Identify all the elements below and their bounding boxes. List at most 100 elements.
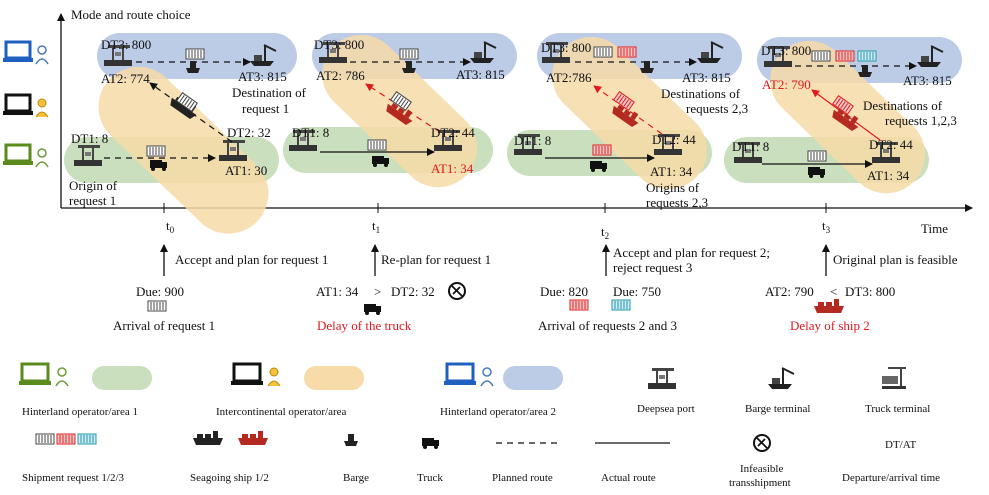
event-1-op: > bbox=[374, 284, 381, 299]
s0-dt1: DT1: 8 bbox=[71, 131, 108, 146]
s2-origin-1: Origins of bbox=[646, 180, 700, 195]
s3-dt3: DT3: 800 bbox=[761, 43, 811, 58]
ship-red-icon bbox=[814, 299, 844, 313]
s2-at3: AT3: 815 bbox=[682, 70, 731, 85]
ship-black-icon bbox=[193, 431, 223, 445]
event-0-due: Due: 900 bbox=[136, 284, 184, 299]
legend-hinterland-2: Hinterland operator/area 2 bbox=[440, 406, 556, 418]
s0-at3: AT3: 815 bbox=[238, 69, 287, 84]
event-3-op: < bbox=[830, 284, 837, 299]
s0-origin-2: request 1 bbox=[69, 193, 116, 208]
stage-1: DT3: 800 AT2: 786 AT3: 815 DT1: 8 DT2: 4… bbox=[283, 33, 517, 188]
s2-dt1: DT1: 8 bbox=[514, 133, 551, 148]
y-axis-label: Mode and route choice bbox=[71, 7, 191, 22]
s2-at1: AT1: 34 bbox=[650, 164, 693, 179]
s3-dt2: DT2: 44 bbox=[869, 137, 913, 152]
area-orange bbox=[98, 66, 269, 234]
s0-origin-1: Origin of bbox=[69, 178, 118, 193]
legend-actual: Actual route bbox=[601, 472, 656, 484]
infeasible-icon bbox=[753, 434, 771, 452]
tick-t2: t2 bbox=[601, 224, 609, 241]
laptop-black-icon bbox=[3, 93, 49, 118]
event-2-action-2: reject request 3 bbox=[613, 260, 692, 275]
legend-infeasible-1: Infeasible bbox=[740, 463, 783, 475]
s0-dt3: DT3: 800 bbox=[101, 37, 151, 52]
s2-at2: AT2:786 bbox=[546, 70, 592, 85]
s3-dt1: DT1: 8 bbox=[732, 139, 769, 154]
s2-dest-1: Destinations of bbox=[661, 86, 741, 101]
container-gray-icon bbox=[35, 433, 55, 445]
laptop-green-icon bbox=[3, 143, 49, 168]
event-3-action: Original plan is feasible bbox=[833, 252, 958, 267]
s0-dt2: DT2: 32 bbox=[227, 125, 271, 140]
event-3: Original plan is feasible AT2: 790 < DT3… bbox=[765, 244, 958, 333]
deepsea-port-icon bbox=[648, 368, 676, 389]
laptop-blue-icon bbox=[3, 40, 49, 65]
barge-icon bbox=[344, 434, 358, 446]
legend-barge-terminal: Barge terminal bbox=[745, 403, 810, 415]
s3-at1: AT1: 34 bbox=[867, 168, 910, 183]
event-1-right: DT2: 32 bbox=[391, 284, 435, 299]
legend-hinterland-1: Hinterland operator/area 1 bbox=[22, 406, 138, 418]
s0-at2: AT2: 774 bbox=[101, 71, 150, 86]
tick-t0: t0 bbox=[166, 218, 175, 235]
container-red-icon bbox=[56, 433, 76, 445]
event-0: Accept and plan for request 1 Due: 900 A… bbox=[113, 244, 328, 333]
event-3-left: AT2: 790 bbox=[765, 284, 814, 299]
operator-icons bbox=[3, 40, 49, 168]
legend-planned: Planned route bbox=[492, 472, 553, 484]
s3-at3: AT3: 815 bbox=[903, 73, 952, 88]
truck-icon bbox=[364, 304, 381, 315]
tick-t1: t1 bbox=[372, 218, 380, 235]
event-2-bottom: Arrival of requests 2 and 3 bbox=[538, 318, 677, 333]
s3-dest-1: Destinations of bbox=[863, 98, 943, 113]
stage-2: DT3: 800 AT2:786 AT3: 815 Destinations o… bbox=[507, 33, 748, 210]
event-2: Accept and plan for request 2; reject re… bbox=[538, 244, 770, 333]
legend-shipment: Shipment request 1/2/3 bbox=[22, 472, 125, 484]
legend: Hinterland operator/area 1 Intercontinen… bbox=[19, 362, 940, 489]
event-3-bottom: Delay of ship 2 bbox=[790, 318, 870, 333]
ship-red-icon bbox=[238, 431, 268, 445]
s2-dest-2: requests 2,3 bbox=[686, 101, 748, 116]
s1-dt1: DT1: 8 bbox=[292, 125, 329, 140]
event-0-bottom: Arrival of request 1 bbox=[113, 318, 215, 333]
s0-at1: AT1: 30 bbox=[225, 163, 267, 178]
legend-deepsea: Deepsea port bbox=[637, 403, 695, 415]
x-axis-label: Time bbox=[921, 221, 948, 236]
s0-dest-1: Destination of bbox=[232, 85, 307, 100]
stage-3: DT3: 800 AT2: 790 AT3: 815 Destinations … bbox=[724, 37, 962, 194]
stage-0: DT3: 800 AT2: 774 AT3: 815 Destination o… bbox=[64, 33, 307, 234]
event-1: Re-plan for request 1 AT1: 34 > DT2: 32 … bbox=[316, 244, 491, 333]
event-1-bottom: Delay of the truck bbox=[317, 318, 412, 333]
legend-seagoing: Seagoing ship 1/2 bbox=[190, 472, 269, 484]
s2-dt2: DT2: 44 bbox=[652, 132, 696, 147]
s3-dest-2: requests 1,2,3 bbox=[885, 113, 957, 128]
legend-truck: Truck bbox=[417, 472, 443, 484]
s1-at2: AT2: 786 bbox=[316, 68, 365, 83]
event-1-action: Re-plan for request 1 bbox=[381, 252, 491, 267]
legend-dtat: DT/AT bbox=[885, 439, 916, 451]
tick-t3: t3 bbox=[822, 218, 831, 235]
event-3-right: DT3: 800 bbox=[845, 284, 895, 299]
barge-terminal-icon bbox=[767, 367, 795, 390]
s3-at2: AT2: 790 bbox=[762, 77, 811, 92]
container-blue-icon bbox=[77, 433, 97, 445]
event-2-left: Due: 820 bbox=[540, 284, 588, 299]
event-2-right: Due: 750 bbox=[613, 284, 661, 299]
s1-dt2: DT2: 44 bbox=[431, 125, 475, 140]
infeasible-icon bbox=[448, 282, 466, 300]
s2-dt3: DT3: 800 bbox=[541, 40, 591, 55]
legend-intercontinental: Intercontinental operator/area bbox=[216, 406, 347, 418]
legend-departure: Departure/arrival time bbox=[842, 472, 940, 484]
s1-at1: AT1: 34 bbox=[431, 161, 474, 176]
legend-truck-terminal: Truck terminal bbox=[865, 403, 930, 415]
s1-dt3: DT3: 800 bbox=[314, 37, 364, 52]
truck-terminal-icon bbox=[881, 367, 907, 390]
event-0-action: Accept and plan for request 1 bbox=[175, 252, 328, 267]
s1-at3: AT3: 815 bbox=[456, 67, 505, 82]
legend-infeasible-2: transshipment bbox=[729, 477, 791, 489]
truck-icon bbox=[422, 438, 439, 449]
event-1-left: AT1: 34 bbox=[316, 284, 359, 299]
legend-barge: Barge bbox=[343, 472, 369, 484]
